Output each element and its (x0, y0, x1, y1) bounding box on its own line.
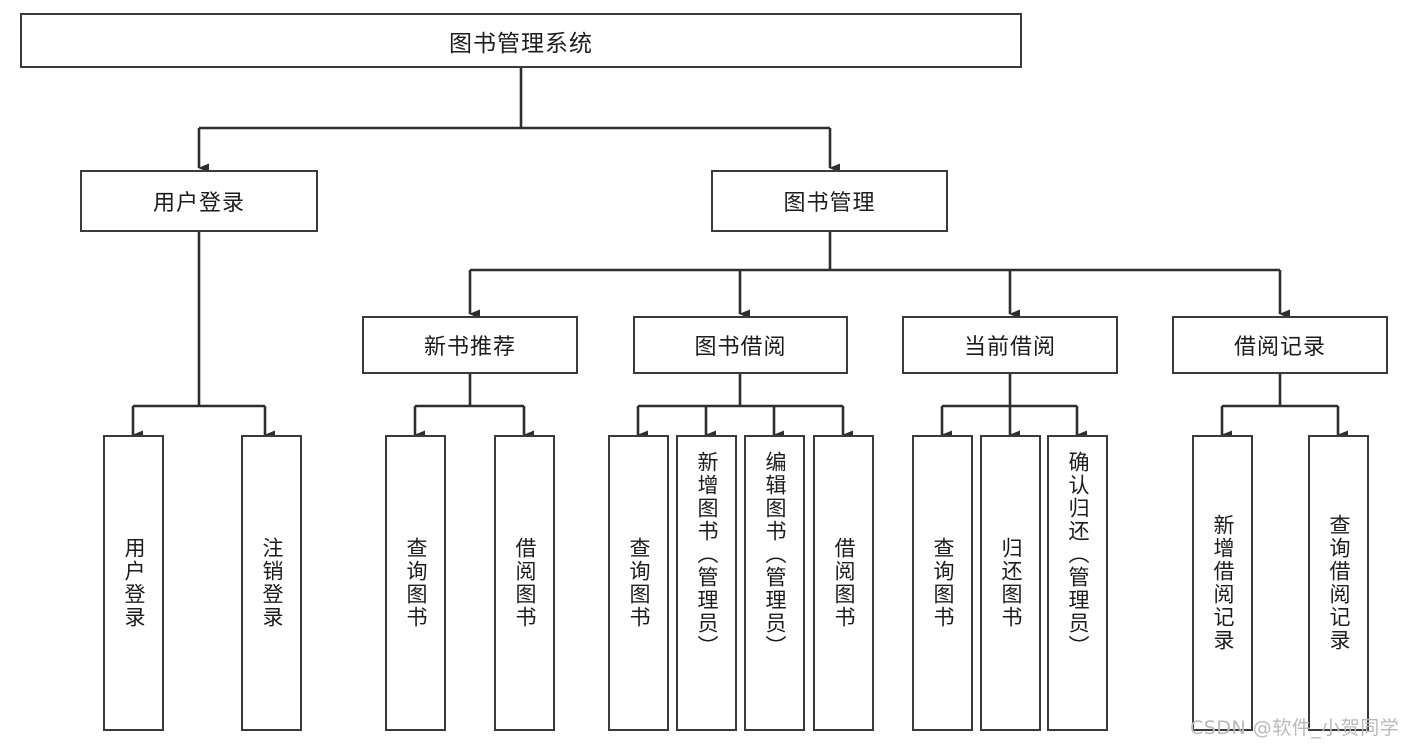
node-current-borrow[interactable]: 当前借阅 (902, 316, 1118, 374)
leaf-add-book-admin[interactable]: 新增图书（管理员） (676, 435, 737, 731)
node-label: 确认归还（管理员） (1066, 451, 1090, 658)
leaf-query-book-borrow[interactable]: 查询图书 (608, 435, 669, 731)
node-book-manage[interactable]: 图书管理 (711, 170, 948, 232)
node-label: 用户登录 (122, 537, 146, 629)
leaf-confirm-return-admin[interactable]: 确认归还（管理员） (1047, 435, 1108, 731)
node-label: 借阅图书 (513, 537, 537, 629)
node-label: 查询图书 (404, 537, 428, 629)
node-borrow-record[interactable]: 借阅记录 (1172, 316, 1388, 374)
leaf-return-book[interactable]: 归还图书 (980, 435, 1041, 731)
node-root-book-management-system[interactable]: 图书管理系统 (20, 13, 1022, 68)
node-label: 注销登录 (260, 537, 284, 629)
node-label: 当前借阅 (963, 335, 1056, 360)
node-label: 新增借阅记录 (1211, 514, 1235, 652)
node-label: 借阅图书 (832, 537, 856, 629)
leaf-query-book-recommend[interactable]: 查询图书 (385, 435, 446, 731)
leaf-borrow-book-recommend[interactable]: 借阅图书 (494, 435, 555, 731)
node-label: 编辑图书（管理员） (763, 451, 787, 658)
node-label: 新书推荐 (423, 335, 516, 360)
leaf-add-borrow-record[interactable]: 新增借阅记录 (1192, 435, 1253, 731)
leaf-query-book-current[interactable]: 查询图书 (912, 435, 973, 731)
leaf-borrow-book[interactable]: 借阅图书 (813, 435, 874, 731)
node-new-book-recommend[interactable]: 新书推荐 (362, 316, 578, 374)
node-label: 用户登录 (152, 191, 245, 216)
node-label: 新增图书（管理员） (695, 451, 719, 658)
node-label: 图书借阅 (694, 335, 787, 360)
node-label: 借阅记录 (1233, 335, 1326, 360)
leaf-user-login[interactable]: 用户登录 (103, 435, 164, 731)
node-label: 查询图书 (931, 537, 955, 629)
node-label: 查询图书 (627, 537, 651, 629)
node-label: 图书管理系统 (449, 30, 593, 57)
node-label: 图书管理 (783, 191, 876, 216)
node-label: 归还图书 (999, 537, 1023, 629)
leaf-logout-login[interactable]: 注销登录 (241, 435, 302, 731)
node-book-borrow[interactable]: 图书借阅 (633, 316, 848, 374)
node-user-login[interactable]: 用户登录 (80, 170, 318, 232)
node-label: 查询借阅记录 (1327, 514, 1351, 652)
leaf-query-borrow-record[interactable]: 查询借阅记录 (1308, 435, 1369, 731)
watermark-text: CSDN @软件_小贺同学 (1190, 717, 1400, 739)
leaf-edit-book-admin[interactable]: 编辑图书（管理员） (744, 435, 805, 731)
